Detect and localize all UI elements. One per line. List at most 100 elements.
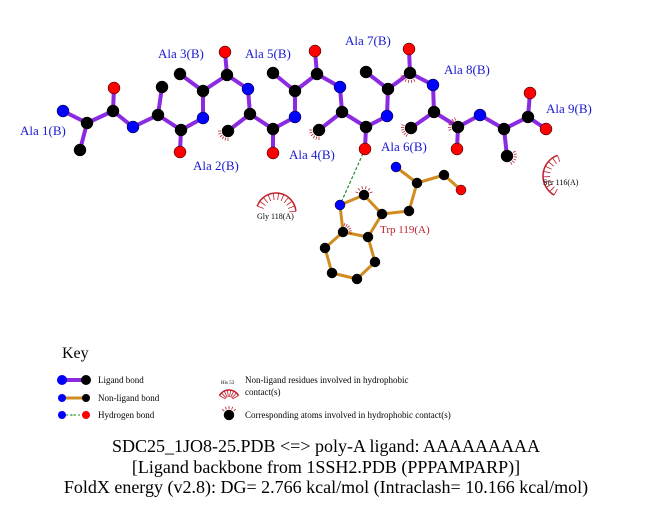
carbon-atom [359,65,373,79]
hydrogen-bond [339,148,366,206]
hydrophobic-contacts [256,154,561,213]
oxygen-atom [523,86,537,100]
key-ligand-bond-label: Ligand bond [98,375,144,385]
nitrogen-atom [196,111,210,125]
carbon-atom [151,108,165,122]
carbon-atom [351,273,363,285]
nitrogen-atom-icon [57,375,67,385]
carbon-atom [243,107,257,121]
residue-label-ala4: Ala 4(B) [289,147,335,162]
carbon-atom [310,67,324,81]
key-ligand-bond-sample [57,375,91,385]
oxygen-atom [266,146,280,160]
carbon-atom [497,122,511,136]
carbon-atom [369,256,381,268]
key-hydrophobic-atoms-label: Corresponding atoms involved in hydropho… [245,410,451,420]
carbon-atom [326,267,338,279]
oxygen-atom [402,42,416,56]
caption-line-3: FoldX energy (v2.8): DG= 2.766 kcal/mol … [64,477,588,498]
carbon-atom [376,208,388,220]
carbon-atom [359,120,373,134]
oxygen-atom [358,142,372,156]
carbon-atom [381,82,395,96]
residue-label-gly118: Gly 118(A) [257,212,294,221]
nitrogen-atom [241,82,255,96]
carbon-atom [427,105,441,119]
hydrophobic-arc-ser116 [542,154,561,196]
carbon-atom [403,205,415,217]
carbon-atom [266,66,280,80]
residue-label-ala3: Ala 3(B) [158,46,204,61]
carbon-atom [521,110,535,124]
nitrogen-atom-icon [58,411,66,419]
oxygen-atom [455,184,467,196]
carbon-atom [266,122,280,136]
carbon-atom [106,104,120,118]
carbon-atom [362,231,374,243]
bonds [62,48,548,281]
carbon-atom [319,242,331,254]
carbon-atom [155,80,169,94]
key-hydrophobic-residues-label-2: contact(s) [245,387,280,397]
carbon-atom [312,123,326,137]
carbon-atom [403,66,417,80]
carbon-atom [500,149,514,163]
carbon-atom [288,84,302,98]
hydrophobic-contact-marker [447,117,456,131]
key-hydrogen-bond-label: Hydrogen bond [98,410,155,420]
caption-line-2: [Ligand backbone from 1SSH2.PDB (PPPAMPA… [132,457,520,478]
key-hydrophobic-residues-label: Non-ligand residues involved in hydropho… [245,375,408,385]
residue-label-ser116: Ser 116(A) [543,178,579,187]
carbon-atom [73,143,87,157]
residue-label-ala2: Ala 2(B) [193,158,239,173]
hydrophobic-contact-marker [400,124,408,137]
hydrophobic-contact-marker [218,130,229,141]
key-nonligand-bond-label: Non-ligand bond [98,393,160,403]
key-hydrophobic-residue-example: His 53 [221,381,235,386]
key-hbond-distance: 3.0 [71,413,75,417]
nitrogen-atom-icon [58,394,66,402]
nitrogen-atom [333,80,347,94]
hydrophobic-arc-icon [218,389,240,400]
carbon-atom [221,124,235,138]
carbon-atom [196,84,210,98]
nitrogen-atom [56,104,70,118]
hydrophobic-contact-marker [510,150,517,165]
oxygen-atom-icon [82,411,90,419]
hydrophobic-contact-marker [309,129,320,140]
residue-label-ala5: Ala 5(B) [245,46,291,61]
carbon-atom [220,68,234,82]
nitrogen-atom [126,120,140,134]
key-hydrogen-bond-sample: 3.0 [58,411,90,419]
oxygen-atom [218,45,232,59]
residue-label-trp119: Trp 119(A) [380,224,430,236]
carbon-atom [174,123,188,137]
oxygen-atom [539,122,553,136]
carbon-atom [335,105,349,119]
nitrogen-atom [390,161,402,173]
hydrophobic-atom-icon [221,406,237,421]
oxygen-atom [173,145,187,159]
carbon-atom [438,169,450,181]
hydrophobic-contact-marker [355,186,373,194]
nitrogen-atom [473,108,487,122]
hydrophobic-contact-marker [400,75,416,83]
nitrogen-atom [288,110,302,124]
nitrogen-atom [426,78,440,92]
carbon-atom [404,121,418,135]
hydrophobic-contact-marker [343,223,352,234]
carbon-atom-icon [82,394,90,402]
nitrogen-atom [380,109,394,123]
oxygen-atom [308,44,322,58]
carbon-atom [358,189,370,201]
oxygen-atom [107,81,121,95]
carbon-atom [173,67,187,81]
oxygen-atom [450,142,464,156]
key-nonligand-bond-sample [58,394,90,402]
residue-label-ala1: Ala 1(B) [20,123,66,138]
carbon-atom [411,177,423,189]
key-title: Key [62,345,89,362]
residue-label-ala8: Ala 8(B) [444,62,490,77]
residue-label-ala6: Ala 6(B) [381,139,427,154]
